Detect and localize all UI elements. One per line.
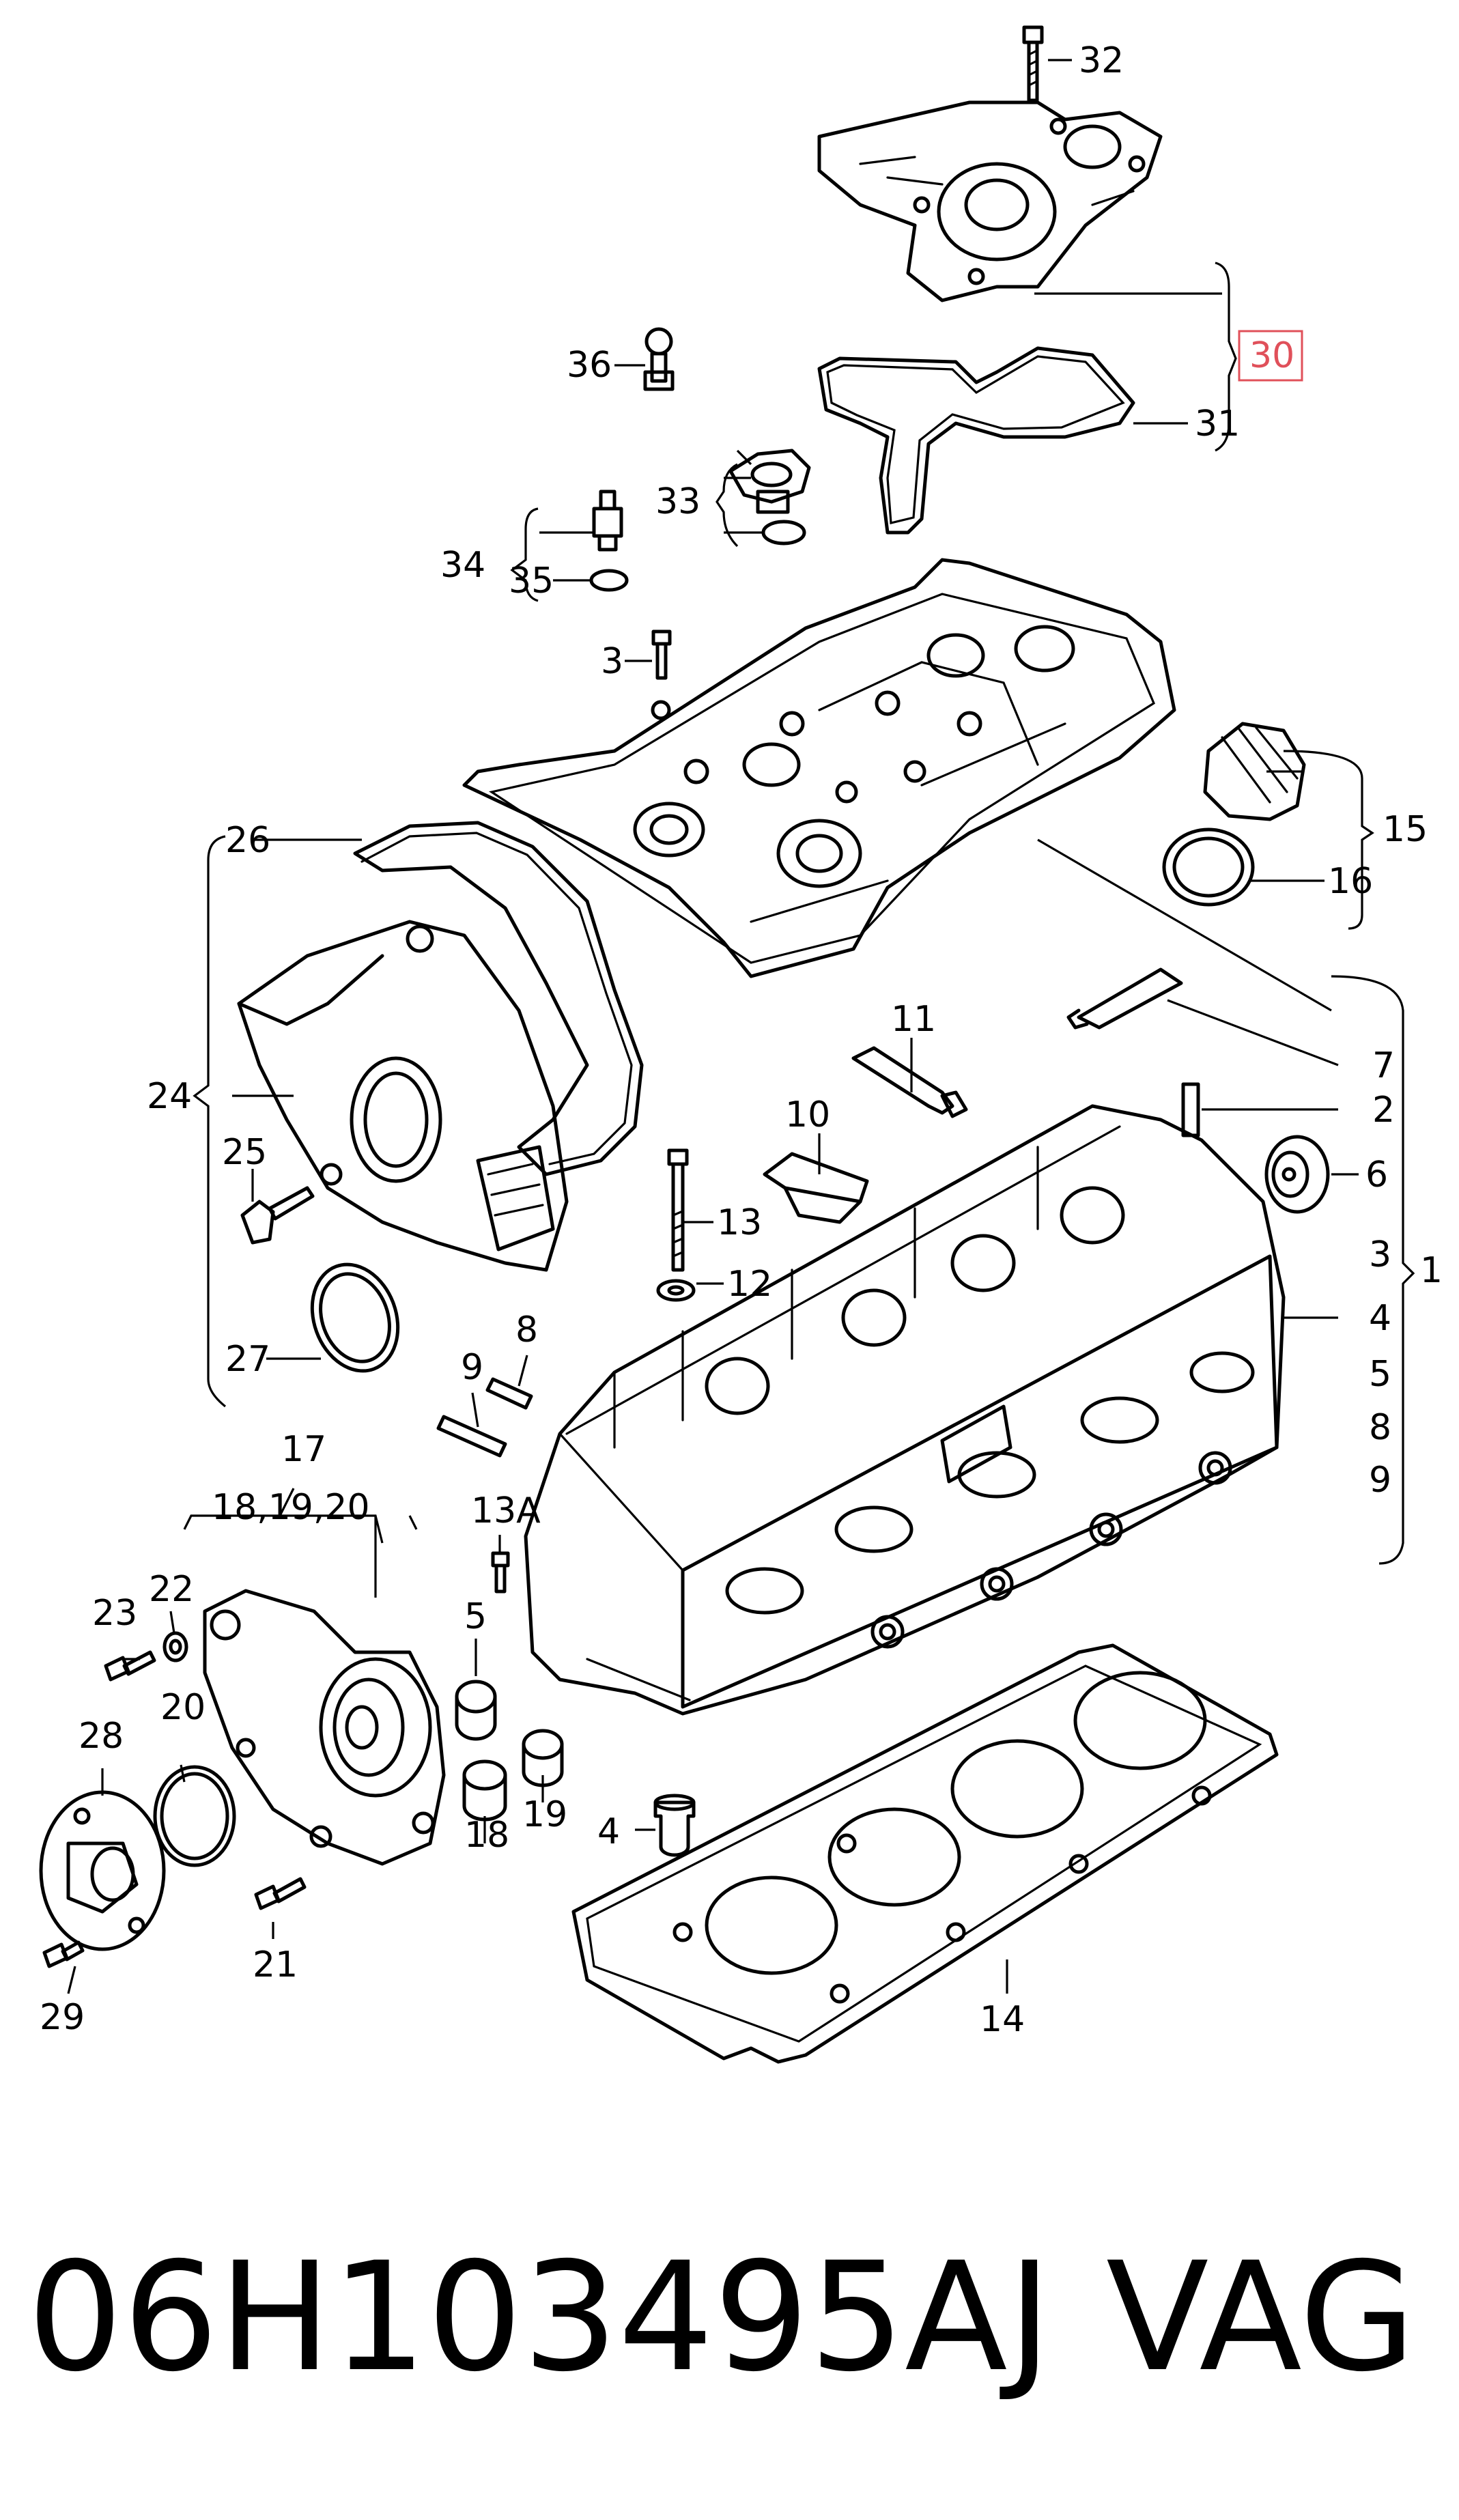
label-25: 25 xyxy=(222,1132,267,1173)
label-3-top: 3 xyxy=(601,641,623,682)
label-12: 12 xyxy=(727,1264,772,1305)
label-23: 23 xyxy=(92,1593,137,1634)
seal-27-drawing xyxy=(310,1262,400,1373)
label-3-right: 3 xyxy=(1369,1234,1391,1275)
label-8-left: 8 xyxy=(515,1309,538,1350)
o-ring-20-drawing xyxy=(153,1765,236,1867)
bolt-23-drawing xyxy=(104,1650,156,1682)
oil-cap-15-drawing xyxy=(1162,722,1306,907)
label-18: 18 xyxy=(464,1815,509,1856)
bushing-18-drawing xyxy=(462,1759,507,1822)
label-24: 24 xyxy=(147,1076,192,1117)
valve-34-drawing xyxy=(589,490,629,592)
label-36: 36 xyxy=(567,345,612,386)
screw-32-drawing xyxy=(1022,25,1044,102)
label-6: 6 xyxy=(1365,1155,1388,1195)
gasket-26-drawing xyxy=(353,821,644,1176)
bolt-25-drawing xyxy=(240,1186,315,1245)
bolt-36-drawing xyxy=(643,327,675,391)
tube-11-drawing xyxy=(851,1046,968,1118)
label-5-left: 5 xyxy=(464,1596,487,1637)
head-cover-drawing xyxy=(462,558,1176,978)
label-35: 35 xyxy=(509,561,554,601)
label-11: 11 xyxy=(891,999,936,1040)
label-28: 28 xyxy=(79,1716,124,1757)
label-10: 10 xyxy=(785,1094,830,1135)
label-32: 32 xyxy=(1079,40,1124,81)
label-13a: 13A xyxy=(471,1490,541,1531)
leader-lines xyxy=(67,59,1415,1994)
gasket-31-drawing xyxy=(817,346,1135,535)
brand-caption: VAG xyxy=(1106,2230,1416,2405)
bolt-29-drawing xyxy=(42,1940,85,1968)
label-30: 30 xyxy=(1249,335,1294,376)
label-16: 16 xyxy=(1328,861,1373,902)
cylinder-head-drawing xyxy=(524,1104,1286,1716)
stud-8-drawing xyxy=(485,1377,533,1410)
label-5-right: 5 xyxy=(1369,1354,1391,1395)
label-1: 1 xyxy=(1420,1250,1443,1291)
label-19: 19 xyxy=(522,1794,567,1835)
label-33: 33 xyxy=(655,481,700,522)
timing-cover-24-drawing xyxy=(237,920,569,1272)
head-gasket-14-drawing xyxy=(571,1643,1279,2064)
part-number-caption: 06H103495AJ xyxy=(27,2230,1052,2405)
housing-30-drawing xyxy=(817,100,1163,302)
guide-10-drawing xyxy=(763,1152,869,1224)
washer-12-drawing xyxy=(656,1279,696,1302)
bushing-5-drawing xyxy=(455,1680,497,1741)
plate-28-drawing xyxy=(39,1790,166,1951)
cap-33-drawing xyxy=(728,449,811,546)
label-22: 22 xyxy=(149,1569,194,1610)
seal-4-drawing xyxy=(653,1794,696,1857)
stud-9-drawing xyxy=(436,1415,507,1458)
highlight-box-30 xyxy=(1238,330,1303,382)
washer-22-drawing xyxy=(162,1631,188,1662)
label-9-left: 9 xyxy=(461,1347,483,1388)
label-27: 27 xyxy=(225,1339,270,1380)
bolt-3-top-drawing xyxy=(651,629,672,720)
bolt-13a-drawing xyxy=(491,1551,510,1594)
label-15: 15 xyxy=(1383,809,1428,850)
bracket-17-drawing xyxy=(203,1589,446,1866)
label-9-right: 9 xyxy=(1369,1460,1391,1501)
label-29: 29 xyxy=(40,1997,85,2038)
label-4-left: 4 xyxy=(597,1811,620,1852)
bolt-13-drawing xyxy=(667,1148,689,1272)
label-7: 7 xyxy=(1372,1045,1395,1086)
label-31: 31 xyxy=(1195,404,1240,444)
label-26: 26 xyxy=(225,820,270,861)
tube-7-drawing xyxy=(1066,967,1183,1030)
label-20: 20 xyxy=(160,1687,206,1728)
bolt-21-drawing xyxy=(254,1877,307,1910)
label-34: 34 xyxy=(440,545,485,586)
label-8-right: 8 xyxy=(1369,1407,1391,1448)
label-2: 2 xyxy=(1372,1090,1395,1131)
label-4-right: 4 xyxy=(1369,1298,1391,1339)
label-21: 21 xyxy=(253,1944,298,1985)
label-18-19-20: 18,19,20 xyxy=(212,1487,370,1528)
label-14: 14 xyxy=(980,1999,1025,2040)
label-13: 13 xyxy=(717,1202,762,1243)
gear-6-drawing xyxy=(1264,1135,1330,1214)
label-17: 17 xyxy=(281,1429,326,1470)
pin-2-drawing xyxy=(1181,1082,1200,1137)
